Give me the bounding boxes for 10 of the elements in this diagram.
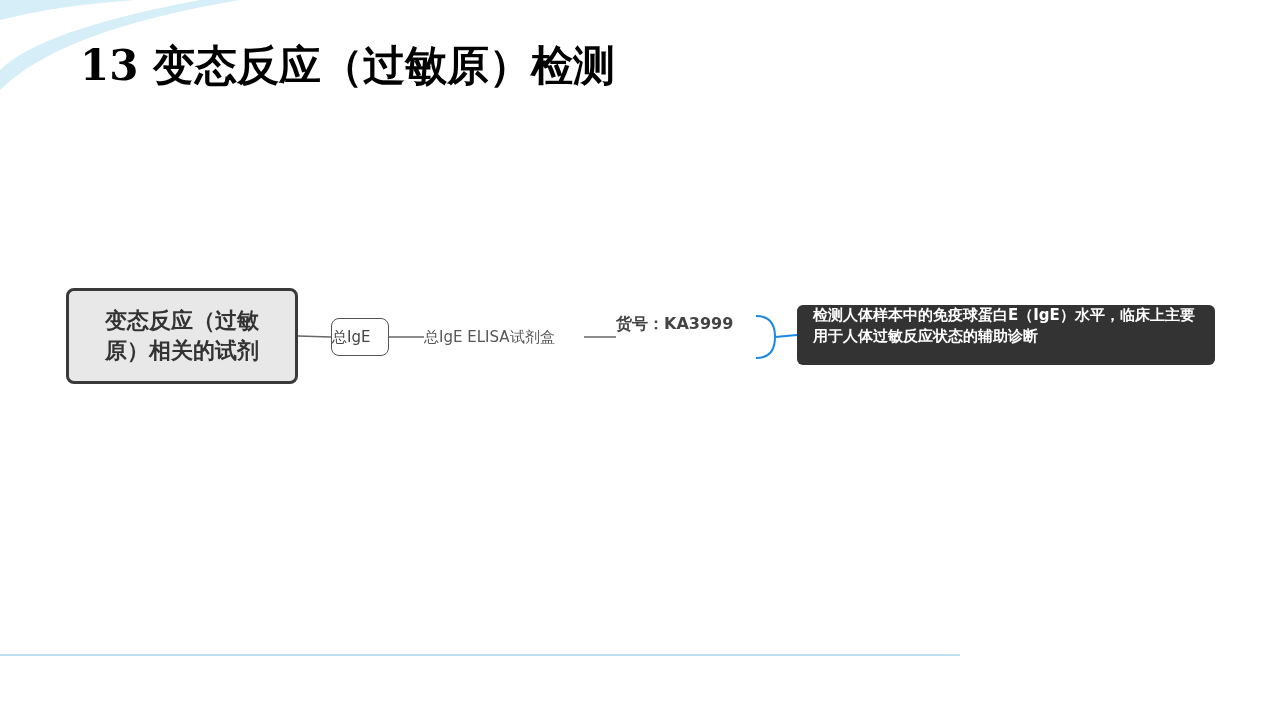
connector-line (388, 336, 425, 338)
connector-line (297, 335, 332, 338)
description-box: 检测人体样本中的免疫球蛋白E（IgE）水平，临床上主要用于人体过敏反应状态的辅助诊断 (797, 305, 1215, 365)
connector-line (755, 315, 798, 359)
branch-box: 总IgE (331, 318, 389, 356)
connector-line (583, 336, 617, 338)
branch-text: 总IgE ELISA试剂盒 (424, 326, 584, 348)
catalog-number-text: 货号：KA3999 (616, 312, 756, 362)
topic-box: 变态反应（过敏原）相关的试剂 (66, 288, 298, 384)
slide-title: 13 变态反应（过敏原）检测 (80, 40, 616, 92)
